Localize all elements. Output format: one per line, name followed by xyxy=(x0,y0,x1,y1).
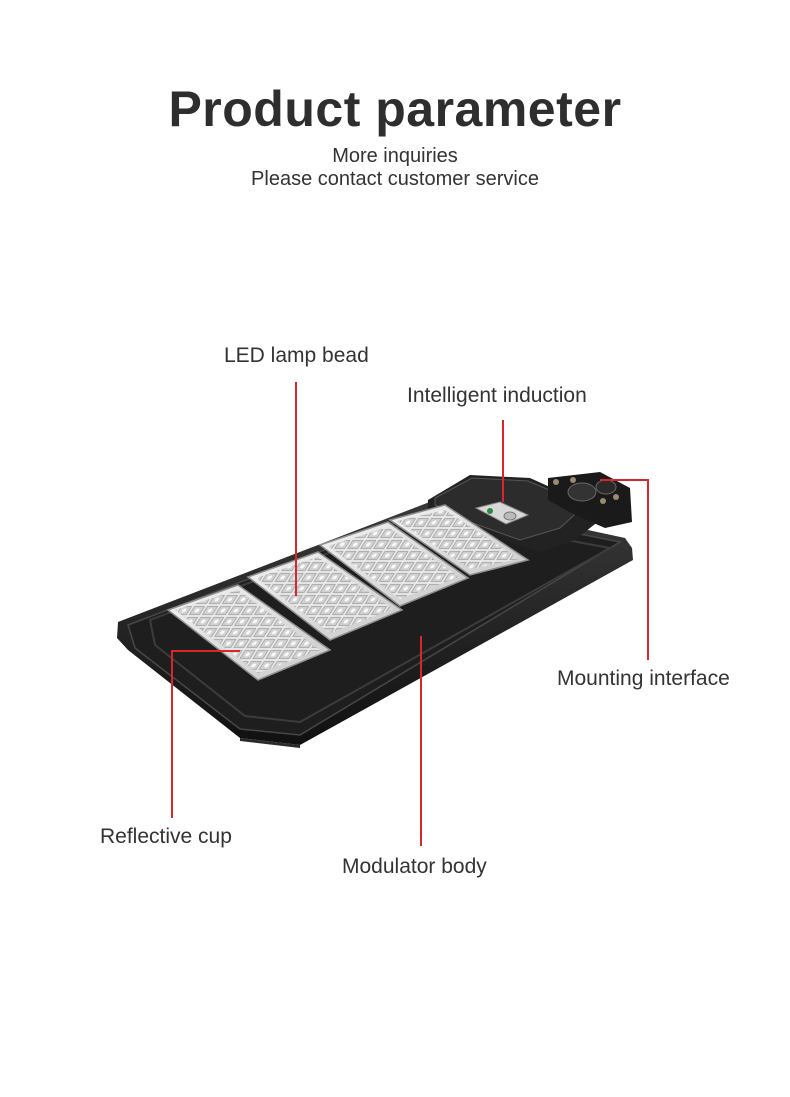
callout-modulator-body: Modulator body xyxy=(342,855,487,878)
led-panel-3 xyxy=(318,521,470,607)
callout-led-lamp-bead: LED lamp bead xyxy=(224,344,369,367)
subtitle-line-2: Please contact customer service xyxy=(251,168,539,190)
callout-reflective-cup: Reflective cup xyxy=(100,825,232,848)
led-panel-4 xyxy=(388,504,530,576)
led-panels xyxy=(166,504,530,681)
reflective-cup-line xyxy=(171,650,240,818)
led-panel-2 xyxy=(246,551,404,641)
mounting-bracket xyxy=(548,472,632,528)
callout-mounting-interface: Mounting interface xyxy=(557,667,730,690)
callout-lines xyxy=(171,382,649,846)
led-panel-1 xyxy=(166,584,332,681)
callout-intelligent-induction: Intelligent induction xyxy=(407,384,587,407)
page-title: Product parameter xyxy=(168,81,622,137)
subtitle-line-1: More inquiries xyxy=(332,145,458,167)
mounting-interface-line xyxy=(600,479,649,660)
